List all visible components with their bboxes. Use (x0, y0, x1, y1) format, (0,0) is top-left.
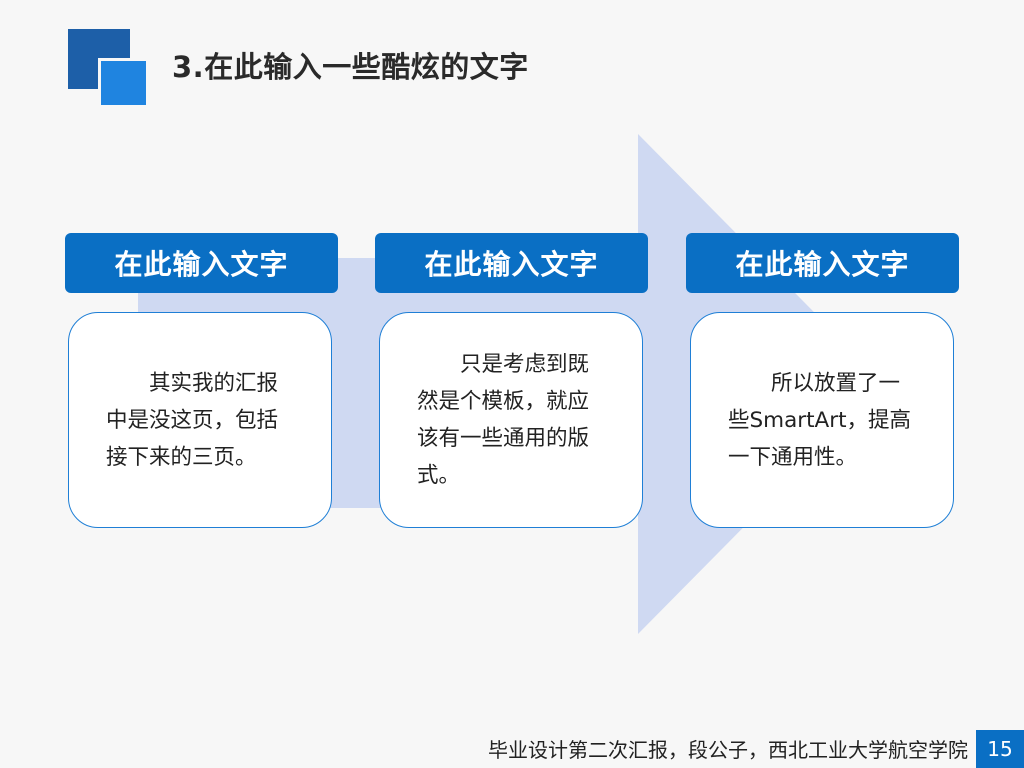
step-3-header: 在此输入文字 (686, 233, 959, 293)
step-3-card: 所以放置了一些SmartArt，提高一下通用性。 (690, 312, 954, 528)
step-2-text: 只是考虑到既然是个模板，就应该有一些通用的版式。 (417, 352, 590, 488)
slide-title: 3.在此输入一些酷炫的文字 (172, 50, 529, 84)
logo-square-light (98, 58, 146, 105)
page-number-badge: 15 (976, 730, 1024, 768)
step-2-card: 只是考虑到既然是个模板，就应该有一些通用的版式。 (379, 312, 643, 528)
step-3-text: 所以放置了一些SmartArt，提高一下通用性。 (728, 370, 912, 470)
step-1-header: 在此输入文字 (65, 233, 338, 293)
step-1-text: 其实我的汇报中是没这页，包括接下来的三页。 (106, 370, 279, 470)
step-1-card: 其实我的汇报中是没这页，包括接下来的三页。 (68, 312, 332, 528)
footer-text: 毕业设计第二次汇报，段公子，西北工业大学航空学院 (488, 738, 968, 762)
step-2-header: 在此输入文字 (375, 233, 648, 293)
